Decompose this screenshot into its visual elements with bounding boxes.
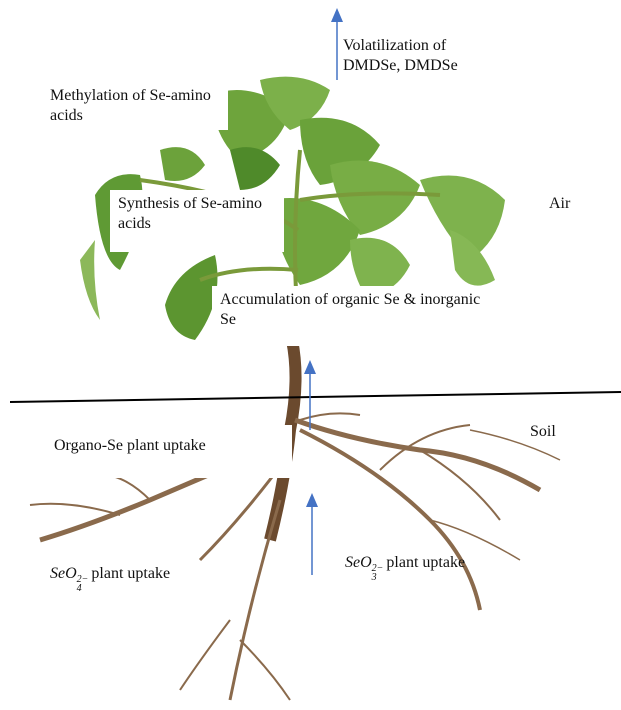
volatilization-label: Volatilization of DMDSe, DMDSe <box>343 36 493 76</box>
organo-uptake-label: Organo-Se plant uptake <box>46 425 292 478</box>
synthesis-label: Synthesis of Se-amino acids <box>110 190 284 252</box>
seo4-formula: SeO <box>50 565 77 582</box>
soil-line <box>10 392 621 402</box>
soil-label: Soil <box>530 422 556 442</box>
air-label: Air <box>549 194 570 214</box>
seo3-formula: SeO <box>345 554 372 571</box>
methylation-label: Methylation of Se-amino acids <box>42 82 228 130</box>
accumulation-label: Accumulation of organic Se & inorganic S… <box>212 286 498 346</box>
